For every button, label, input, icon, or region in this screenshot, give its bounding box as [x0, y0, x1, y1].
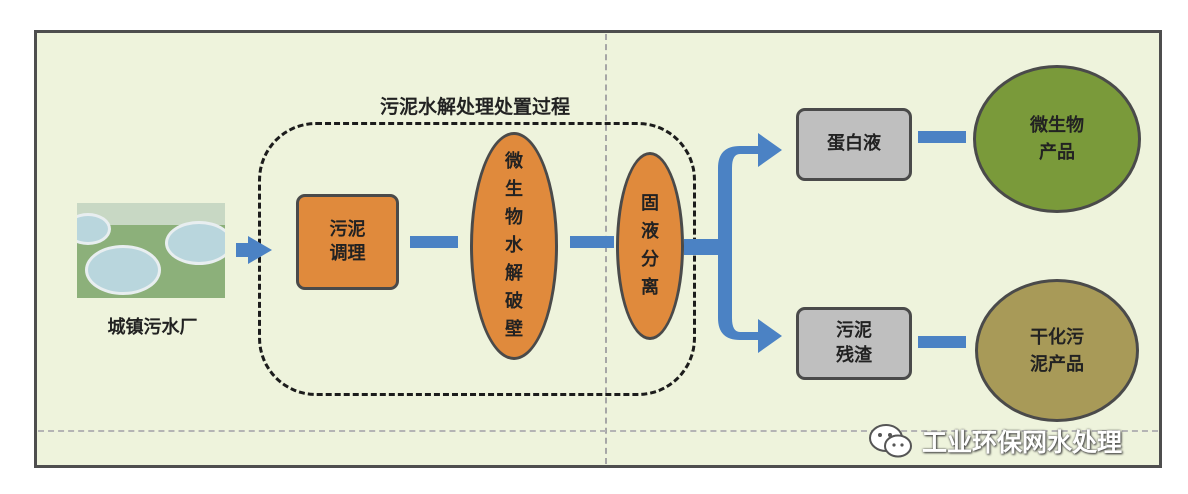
treatment-plant-label: 城镇污水厂: [107, 317, 198, 338]
input-arrow-shaft: [236, 243, 250, 257]
split-arrow-stem: [684, 239, 726, 255]
process-group-box: [258, 122, 696, 396]
vertical-divider: [605, 34, 607, 464]
microbial-hydrolysis-label: 微生物水解破壁: [505, 151, 523, 340]
microbial-product-label: 微生物产品: [1030, 115, 1084, 163]
link-residue-product: [918, 336, 966, 348]
sludge-conditioning-node: 污泥调理: [296, 194, 399, 290]
wechat-icon: [869, 424, 912, 458]
dried-sludge-product-node: 干化污泥产品: [975, 279, 1139, 422]
link-protein-product: [918, 131, 966, 143]
link-hydrolysis-separation: [570, 236, 614, 248]
microbial-product-node: 微生物产品: [973, 65, 1141, 213]
microbial-hydrolysis-node: 微生物水解破壁: [470, 132, 558, 360]
dried-sludge-product-label: 干化污泥产品: [1030, 326, 1084, 375]
watermark: 工业环保网水处理: [868, 422, 1122, 460]
solid-liquid-separation-node: 固液分离: [616, 152, 684, 340]
sludge-residue-label: 污泥残渣: [836, 320, 872, 366]
horizontal-divider: [38, 430, 1158, 432]
sludge-residue-node: 污泥残渣: [796, 307, 912, 380]
link-conditioning-hydrolysis: [410, 236, 458, 248]
protein-liquid-node: 蛋白液: [796, 108, 912, 181]
split-arrow-upper-branch: [718, 146, 760, 247]
treatment-plant-image: [77, 203, 225, 298]
solid-liquid-separation-label: 固液分离: [641, 193, 659, 298]
watermark-text: 工业环保网水处理: [922, 428, 1123, 457]
sludge-conditioning-label: 污泥调理: [329, 218, 366, 264]
process-group-title: 污泥水解处理处置过程: [379, 96, 570, 118]
protein-liquid-label: 蛋白液: [827, 133, 881, 155]
split-arrow-lower-branch: [718, 247, 760, 340]
input-arrow-head: [248, 236, 272, 264]
split-arrow-lower-head: [758, 319, 782, 353]
split-arrow-upper-head: [758, 133, 782, 167]
